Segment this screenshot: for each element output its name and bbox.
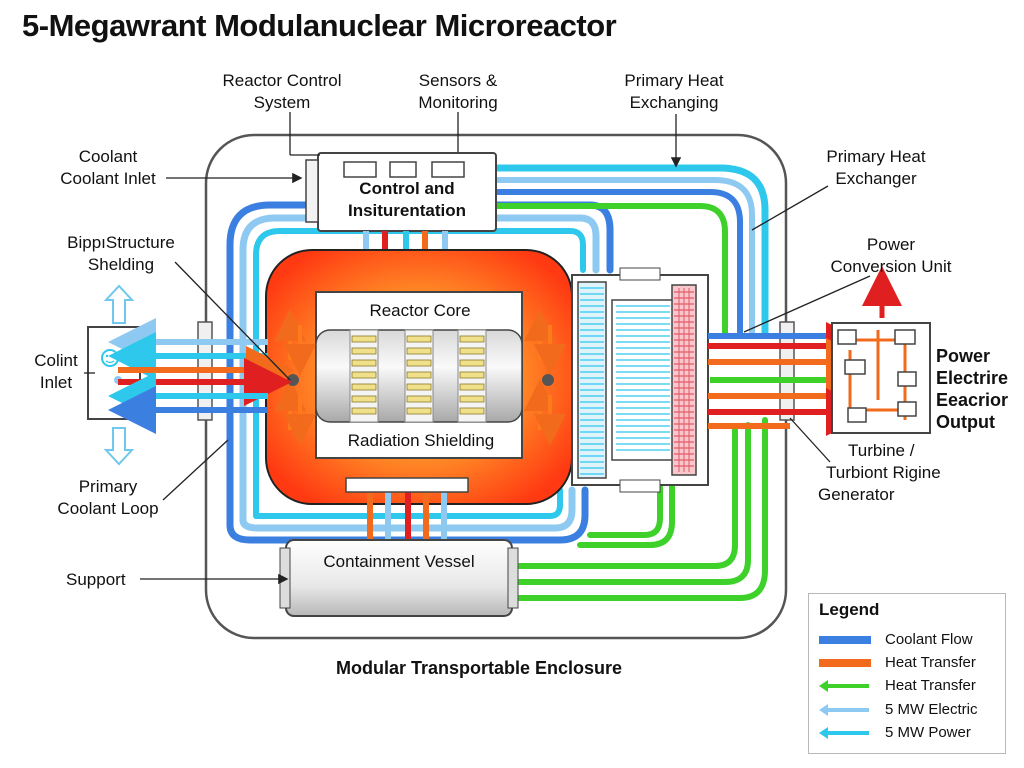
label-phe-right-line1: Primary Heat <box>826 147 926 166</box>
label-support: Support <box>66 570 126 589</box>
label-primary-loop: Primary Coolant Loop <box>48 476 168 520</box>
legend-swatch <box>819 659 871 667</box>
legend-title: Legend <box>819 600 880 619</box>
label-turbine-line2: Turbiont Rigine <box>826 463 941 482</box>
fuel-rods <box>351 335 485 415</box>
green-loop-4 <box>577 482 675 548</box>
label-structure-line2: Shelding <box>87 255 155 274</box>
label-phe-top-line1: Primary Heat <box>624 71 724 90</box>
control-box-line1: Control and <box>359 179 455 198</box>
green-loop-5 <box>587 482 663 538</box>
label-turbine-line1: Turbine / <box>848 441 915 460</box>
label-colint-line1: Colint <box>34 351 78 370</box>
loop-blue-top <box>495 189 743 338</box>
loop-cyan-bottom <box>253 487 563 519</box>
label-primary-loop-line2: Coolant Loop <box>57 499 159 518</box>
label-output-line2: Electrire <box>936 368 1009 388</box>
legend-swatch <box>819 727 869 739</box>
reactor-core-label: Reactor Core <box>369 301 471 320</box>
label-reactor-control-line1: Reactor Control <box>222 71 342 90</box>
loop-cyan-top <box>494 164 769 339</box>
legend-swatch <box>819 636 871 644</box>
heat-exchanger <box>571 267 709 493</box>
label-sensors-line2: Monitoring <box>418 93 498 112</box>
legend-item-label: Heat Transfer <box>885 654 976 671</box>
legend-item-label: Coolant Flow <box>885 631 973 648</box>
label-colint: Colint Inlet <box>24 350 88 394</box>
label-phe-top-line2: Exchanging <box>629 93 719 112</box>
containment-vessel-label: Containment Vessel <box>323 552 475 571</box>
label-sensors-line1: Sensors & <box>418 71 498 90</box>
green-loop-3 <box>497 427 738 569</box>
loop-blue-bottom <box>226 486 589 544</box>
page-title: 5-Megawrant Modulanuclear Microreactor <box>22 8 617 43</box>
legend-item-label: 5 MW Power <box>885 724 971 741</box>
leader-lines <box>84 112 871 585</box>
left-core-arrows <box>108 318 294 434</box>
label-output: Power Electrire Eeacrior Output <box>936 345 1008 433</box>
label-coolant-inlet: Coolant Coolant Inlet <box>48 146 168 190</box>
bottom-right-green-loops <box>497 417 768 601</box>
label-turbine: Turbine / Turbiont Rigine Generator <box>818 440 978 506</box>
label-output-line1: Power <box>936 346 991 366</box>
loop-blue-outer <box>226 201 614 529</box>
enclosure-label: Modular Transportable Enclosure <box>336 658 623 678</box>
outer-coolant-loops <box>226 201 614 544</box>
label-pcu: Power Conversion Unit <box>818 234 964 278</box>
control-box-line2: Insiturentation <box>347 201 467 220</box>
label-phe-top: Primary Heat Exchanging <box>606 70 742 114</box>
label-output-line3: Eeacrior <box>936 390 1009 410</box>
radiation-shielding-label: Radiation Shielding <box>347 431 495 450</box>
label-phe-right-line2: Exchanger <box>835 169 917 188</box>
legend-swatch <box>819 680 869 692</box>
label-structure: BippıStructure Shelding <box>46 232 196 276</box>
label-reactor-control: Reactor Control System <box>212 70 352 114</box>
legend-item: Heat Transfer <box>819 676 999 698</box>
legend-swatch <box>819 704 869 716</box>
label-pcu-line2: Conversion Unit <box>830 257 952 276</box>
label-primary-loop-line1: Primary <box>78 477 138 496</box>
legend-item-label: 5 MW Electric <box>885 701 978 718</box>
top-right-loops <box>494 164 769 339</box>
green-loop-2 <box>497 422 751 585</box>
control-box-label: Control and Insiturentation <box>322 178 492 222</box>
label-pcu-line1: Power <box>866 235 916 254</box>
loop-light-top <box>495 177 755 338</box>
legend-item: Coolant Flow <box>819 630 999 652</box>
loop-green-top <box>495 203 728 338</box>
legend-item: Heat Transfer <box>819 653 999 675</box>
green-loop-1 <box>497 417 768 601</box>
legend-item: 5 MW Electric <box>819 700 999 722</box>
label-coolant-inlet-line2: Coolant Inlet <box>60 169 156 188</box>
legend-item: 5 MW Power <box>819 723 999 745</box>
label-sensors: Sensors & Monitoring <box>396 70 520 114</box>
loop-light-bottom <box>239 486 576 532</box>
hx-to-pcu-arrows <box>708 322 894 436</box>
label-reactor-control-line2: System <box>253 93 311 112</box>
label-structure-line1: BippıStructure <box>67 233 175 252</box>
core-heat-arrows <box>274 309 566 446</box>
label-coolant-inlet-line1: Coolant <box>78 147 138 166</box>
legend-item-label: Heat Transfer <box>885 677 976 694</box>
label-colint-line2: Inlet <box>39 373 73 392</box>
label-turbine-line3: Generator <box>818 485 895 504</box>
label-output-line4: Output <box>936 412 995 432</box>
label-phe-right: Primary Heat Exchanger <box>808 146 944 190</box>
